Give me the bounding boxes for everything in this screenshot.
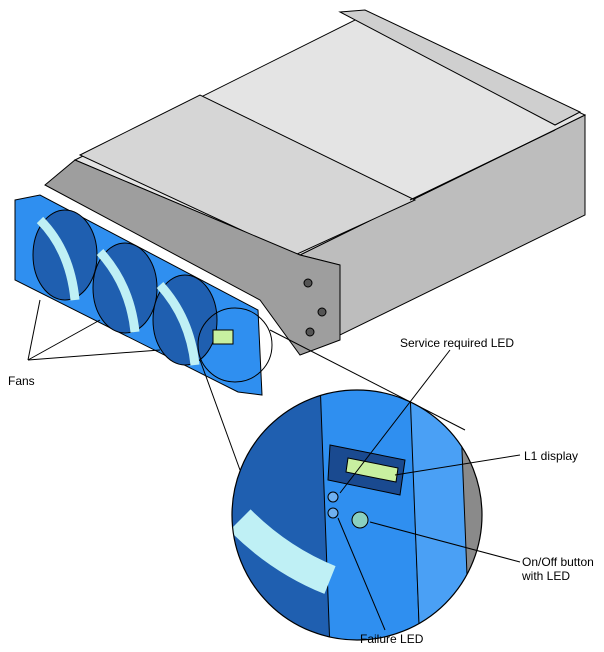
- screw-icon: [305, 327, 315, 337]
- service-required-led-label: Service required LED: [400, 336, 515, 350]
- on-off-button: [351, 511, 369, 529]
- screw-icon: [317, 307, 327, 317]
- fans-label: Fans: [8, 374, 35, 388]
- l1-display-label: L1 display: [524, 449, 579, 463]
- failure-led-label: Failure LED: [360, 632, 424, 646]
- on-off-button-label: On/Off button: [522, 555, 594, 569]
- on-off-button-label-2: with LED: [522, 569, 571, 583]
- panel-seam: [409, 129, 556, 201]
- service-required-led: [327, 491, 339, 503]
- magnify-source-circle: [197, 307, 273, 383]
- chassis: [44, 9, 587, 356]
- magnified-view: [232, 390, 482, 640]
- fan-bezel: [14, 194, 263, 396]
- top-cover-panel: [78, 94, 417, 256]
- callout-lines: [27, 299, 521, 631]
- failure-led: [327, 507, 339, 519]
- chassis-front-plate: [44, 159, 341, 356]
- rear-rail: [338, 9, 582, 126]
- screw-icon: [303, 278, 313, 288]
